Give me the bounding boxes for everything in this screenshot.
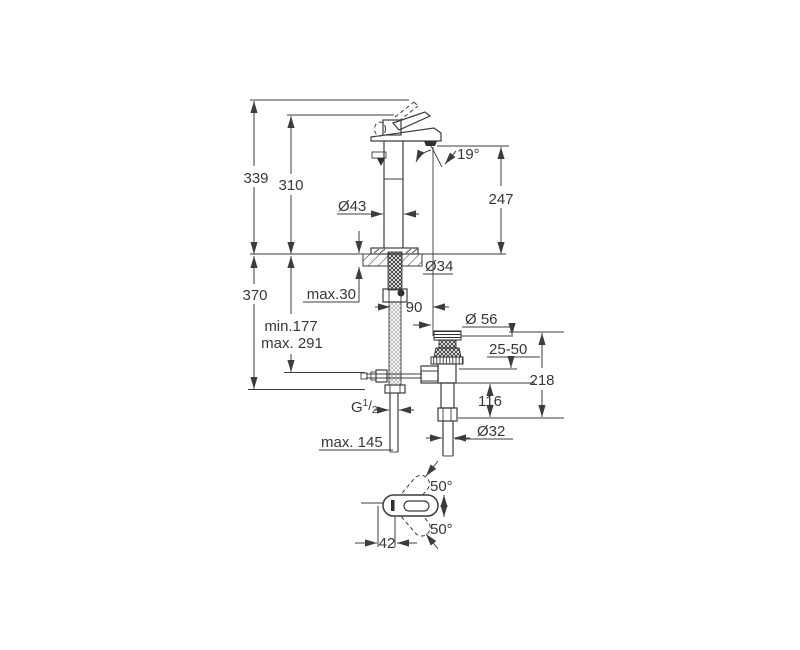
hose-hex-nut <box>384 384 406 394</box>
dimension-lines <box>248 99 564 451</box>
dim-label-42: 42 <box>379 535 396 552</box>
waste-flange <box>430 356 464 365</box>
aerator <box>424 141 437 146</box>
threaded-shank <box>387 251 403 291</box>
side-knob-tip <box>377 158 385 166</box>
rod-guide <box>375 369 388 383</box>
lever-handle <box>391 111 432 131</box>
dim-label-19deg: 19° <box>457 146 480 163</box>
pivot-dashed-circle <box>374 121 386 137</box>
faucet-side-view <box>250 101 506 453</box>
dim-label-310: 310 <box>278 177 303 194</box>
dim-label-370: 370 <box>242 287 267 304</box>
countertop-left <box>362 253 389 267</box>
dim-label-d43: Ø43 <box>338 198 366 215</box>
index-mark <box>391 500 395 511</box>
dim-label-d32: Ø32 <box>477 423 505 440</box>
dim-label-d56: Ø 56 <box>465 311 498 328</box>
rod-clip <box>397 289 405 297</box>
flex-hose <box>388 301 402 386</box>
dim-label-max291: max. 291 <box>261 335 323 352</box>
countertop-right <box>401 253 423 267</box>
rod-clamp <box>420 365 439 384</box>
dim-label-max145: max. 145 <box>321 434 383 451</box>
dim-label-50deg-bottom: 50° <box>430 521 453 538</box>
dimension-labels: 339 310 19° 247 Ø43 Ø34 max.30 370 90 mi… <box>242 146 554 552</box>
dim-label-247: 247 <box>488 191 513 208</box>
cartridge-block <box>382 119 402 136</box>
faucet-top-view <box>355 460 448 550</box>
waste-plug-cap <box>433 330 462 341</box>
pop-up-waste <box>420 330 464 457</box>
dim-label-max30: max.30 <box>307 286 356 303</box>
lever-raised-dashed <box>413 101 419 107</box>
dim-label-d34: Ø34 <box>425 258 453 275</box>
dim-label-90: 90 <box>406 299 423 316</box>
dim-label-339: 339 <box>243 170 268 187</box>
dim-label-min177: min.177 <box>264 318 317 335</box>
spout-body <box>370 127 442 142</box>
dim-label-g12: G1/2 <box>351 398 378 416</box>
waste-neck <box>438 339 457 349</box>
dim-label-218: 218 <box>529 372 554 389</box>
dim-label-50deg-top: 50° <box>430 478 453 495</box>
dim-label-25-50: 25-50 <box>489 341 527 358</box>
lever-slot <box>403 500 430 512</box>
dim-label-116: 116 <box>478 393 502 410</box>
pipe-coupling <box>437 407 458 422</box>
waste-cone <box>433 347 462 358</box>
